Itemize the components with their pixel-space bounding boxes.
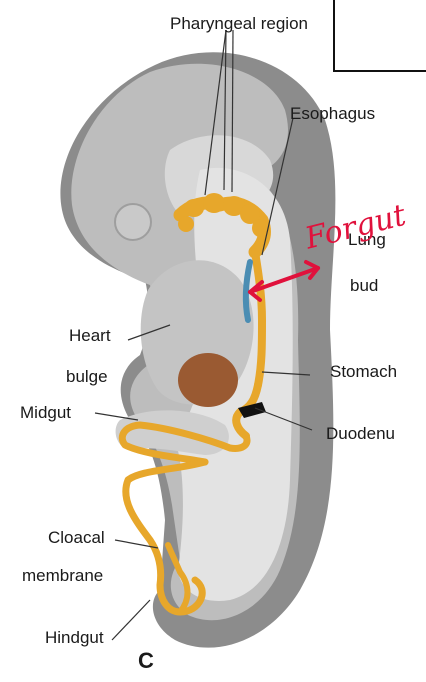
label-heart-bulge-line1: Heart	[69, 326, 111, 346]
optic-vesicle	[115, 204, 151, 240]
label-heart-bulge-line2: bulge	[66, 367, 108, 387]
panel-letter: C	[138, 648, 154, 674]
label-esophagus: Esophagus	[290, 104, 375, 124]
label-midgut: Midgut	[20, 403, 71, 423]
label-pharyngeal-region: Pharyngeal region	[170, 14, 308, 34]
label-cloacal-membrane-line2: membrane	[22, 566, 103, 586]
liver	[178, 353, 238, 407]
label-lung-bud-line2: bud	[350, 276, 378, 296]
label-cloacal-membrane-line1: Cloacal	[48, 528, 105, 548]
label-duodenum: Duodenu	[326, 424, 395, 444]
label-hindgut: Hindgut	[45, 628, 104, 648]
corner-box	[333, 0, 426, 72]
label-stomach: Stomach	[330, 362, 397, 382]
